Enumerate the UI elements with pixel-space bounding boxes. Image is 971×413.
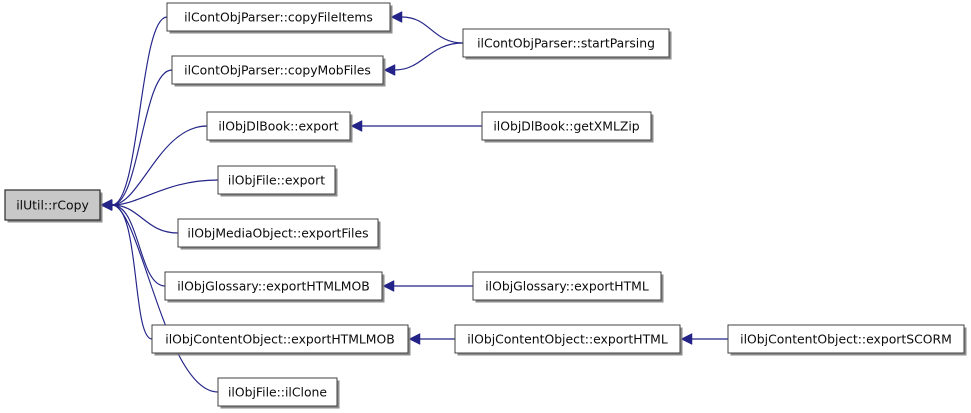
node-ilobjfile-ilclone[interactable]: ilObjFile::ilClone	[217, 377, 340, 409]
edge-ilcontobjparser-copyfileitems-to-ilutil-rcopy	[100, 16, 168, 211]
node-label: ilUtil::rCopy	[16, 198, 89, 213]
node-label: ilObjFile::ilClone	[228, 385, 327, 400]
edge-ilobjdlbook-getxmlzip-to-ilobjdlbook-export	[350, 120, 482, 132]
node-ilobjcontentobject-exporthtml[interactable]: ilObjContentObject::exportHTML	[454, 324, 683, 356]
edge-ilobjdlbook-export-to-ilutil-rcopy	[100, 125, 208, 211]
node-ilobjfile-export[interactable]: ilObjFile::export	[217, 165, 338, 197]
node-label: ilObjGlossary::exportHTML	[485, 279, 649, 294]
node-label: ilObjContentObject::exportHTML	[467, 332, 668, 347]
node-layer: ilContObjParser::copyFileItemsilContObjP…	[4, 2, 967, 409]
node-label: ilObjGlossary::exportHTMLMOB	[177, 279, 370, 294]
edge-ilobjcontentobject-exportscorm-to-ilobjcontentobject-exporthtml	[680, 333, 728, 345]
edge-ilcontobjparser-startparsing-to-ilcontobjparser-copymobfiles	[383, 42, 464, 76]
node-label: ilContObjParser::copyFileItems	[184, 10, 373, 25]
node-ilutil-rcopy[interactable]: ilUtil::rCopy	[4, 189, 103, 223]
node-label: ilObjDlBook::getXMLZip	[493, 119, 639, 134]
node-ilcontobjparser-copyfileitems[interactable]: ilContObjParser::copyFileItems	[166, 2, 393, 34]
node-label: ilObjContentObject::exportHTMLMOB	[165, 332, 395, 347]
node-label: ilObjMediaObject::exportFiles	[187, 226, 368, 241]
edge-ilobjglossary-exporthtml-to-ilobjglossary-exporthtmlmob	[382, 280, 473, 292]
edge-ilcontobjparser-startparsing-to-ilcontobjparser-copyfileitems	[390, 11, 464, 44]
node-label: ilObjContentObject::exportSCORM	[740, 332, 952, 347]
node-ilobjglossary-exporthtmlmob[interactable]: ilObjGlossary::exportHTMLMOB	[164, 271, 385, 303]
node-label: ilContObjParser::startParsing	[477, 36, 655, 51]
edge-ilobjcontentobject-exporthtml-to-ilobjcontentobject-exporthtmlmob	[408, 333, 455, 345]
edge-ilobjfile-ilclone-to-ilutil-rcopy	[100, 199, 219, 393]
node-label: ilContObjParser::copyMobFiles	[184, 63, 371, 78]
node-ilobjmediaobject-exportfiles[interactable]: ilObjMediaObject::exportFiles	[177, 218, 381, 250]
node-ilobjdlbook-export[interactable]: ilObjDlBook::export	[206, 111, 353, 143]
edge-layer	[100, 11, 728, 393]
edge-ilobjglossary-exporthtmlmob-to-ilutil-rcopy	[100, 199, 166, 287]
node-ilcontobjparser-copymobfiles[interactable]: ilContObjParser::copyMobFiles	[171, 55, 386, 87]
node-label: ilObjFile::export	[228, 173, 325, 188]
edge-ilcontobjparser-copymobfiles-to-ilutil-rcopy	[100, 69, 173, 211]
node-ilobjdlbook-getxmlzip[interactable]: ilObjDlBook::getXMLZip	[481, 111, 654, 143]
node-ilobjglossary-exporthtml[interactable]: ilObjGlossary::exportHTML	[472, 271, 664, 303]
node-ilobjcontentobject-exporthtmlmob[interactable]: ilObjContentObject::exportHTMLMOB	[151, 324, 411, 356]
node-ilcontobjparser-startparsing[interactable]: ilContObjParser::startParsing	[462, 28, 672, 60]
node-label: ilObjDlBook::export	[218, 119, 338, 134]
node-ilobjcontentobject-exportscorm[interactable]: ilObjContentObject::exportSCORM	[727, 324, 967, 356]
